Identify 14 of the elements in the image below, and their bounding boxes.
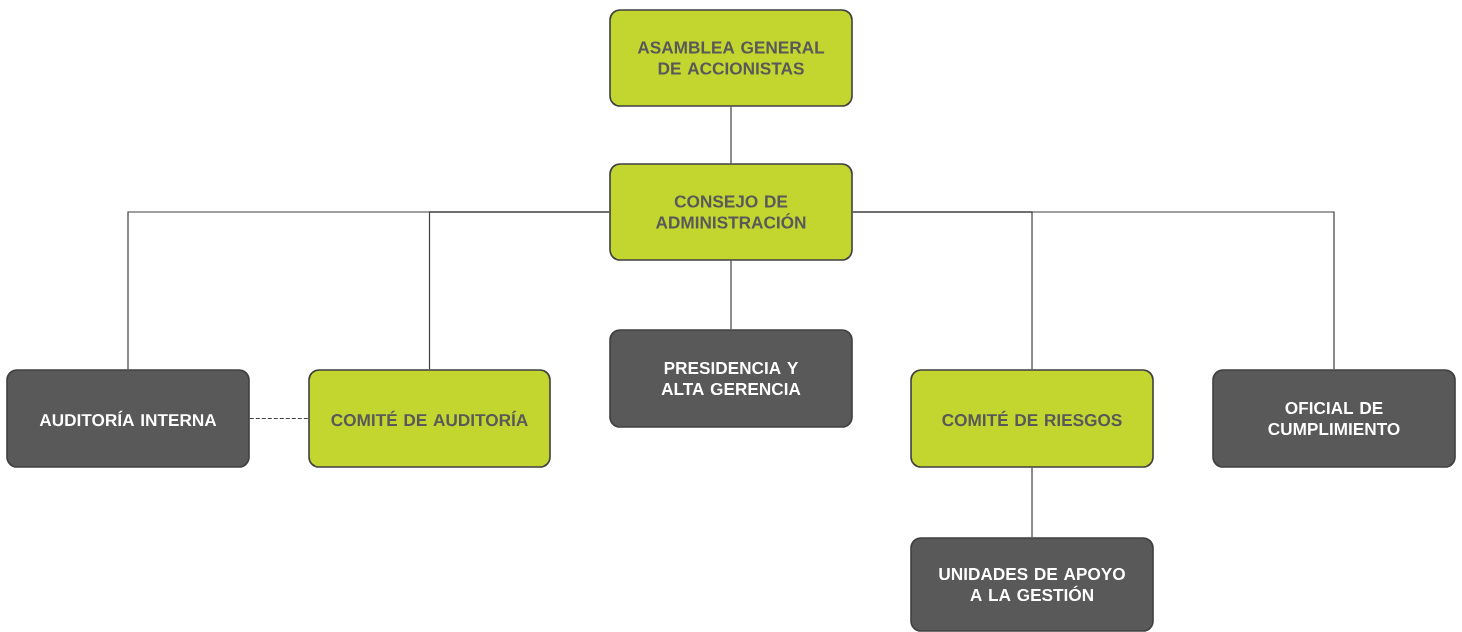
office-box: UNIDADES DE APOYO A LA GESTIÓN	[910, 537, 1154, 632]
connector-line	[730, 260, 732, 330]
committee-box: COMITÉ DE AUDITORÍA	[308, 369, 551, 468]
office-box: AUDITORÍA INTERNA	[6, 369, 250, 468]
office-box: PRESIDENCIA Y ALTA GERENCIA	[609, 329, 853, 428]
connector-line	[730, 106, 732, 164]
connector-line	[428, 211, 610, 370]
office-box: OFICIAL DE CUMPLIMIENTO	[1212, 369, 1456, 468]
committee-box: ASAMBLEA GENERAL DE ACCIONISTAS	[609, 9, 853, 107]
committee-box: CONSEJO DE ADMINISTRACIÓN	[609, 163, 853, 261]
committee-box: COMITÉ DE RIESGOS	[910, 369, 1154, 468]
connector-line	[852, 211, 1335, 370]
connector-line	[249, 417, 309, 420]
connector-line	[1031, 467, 1033, 538]
